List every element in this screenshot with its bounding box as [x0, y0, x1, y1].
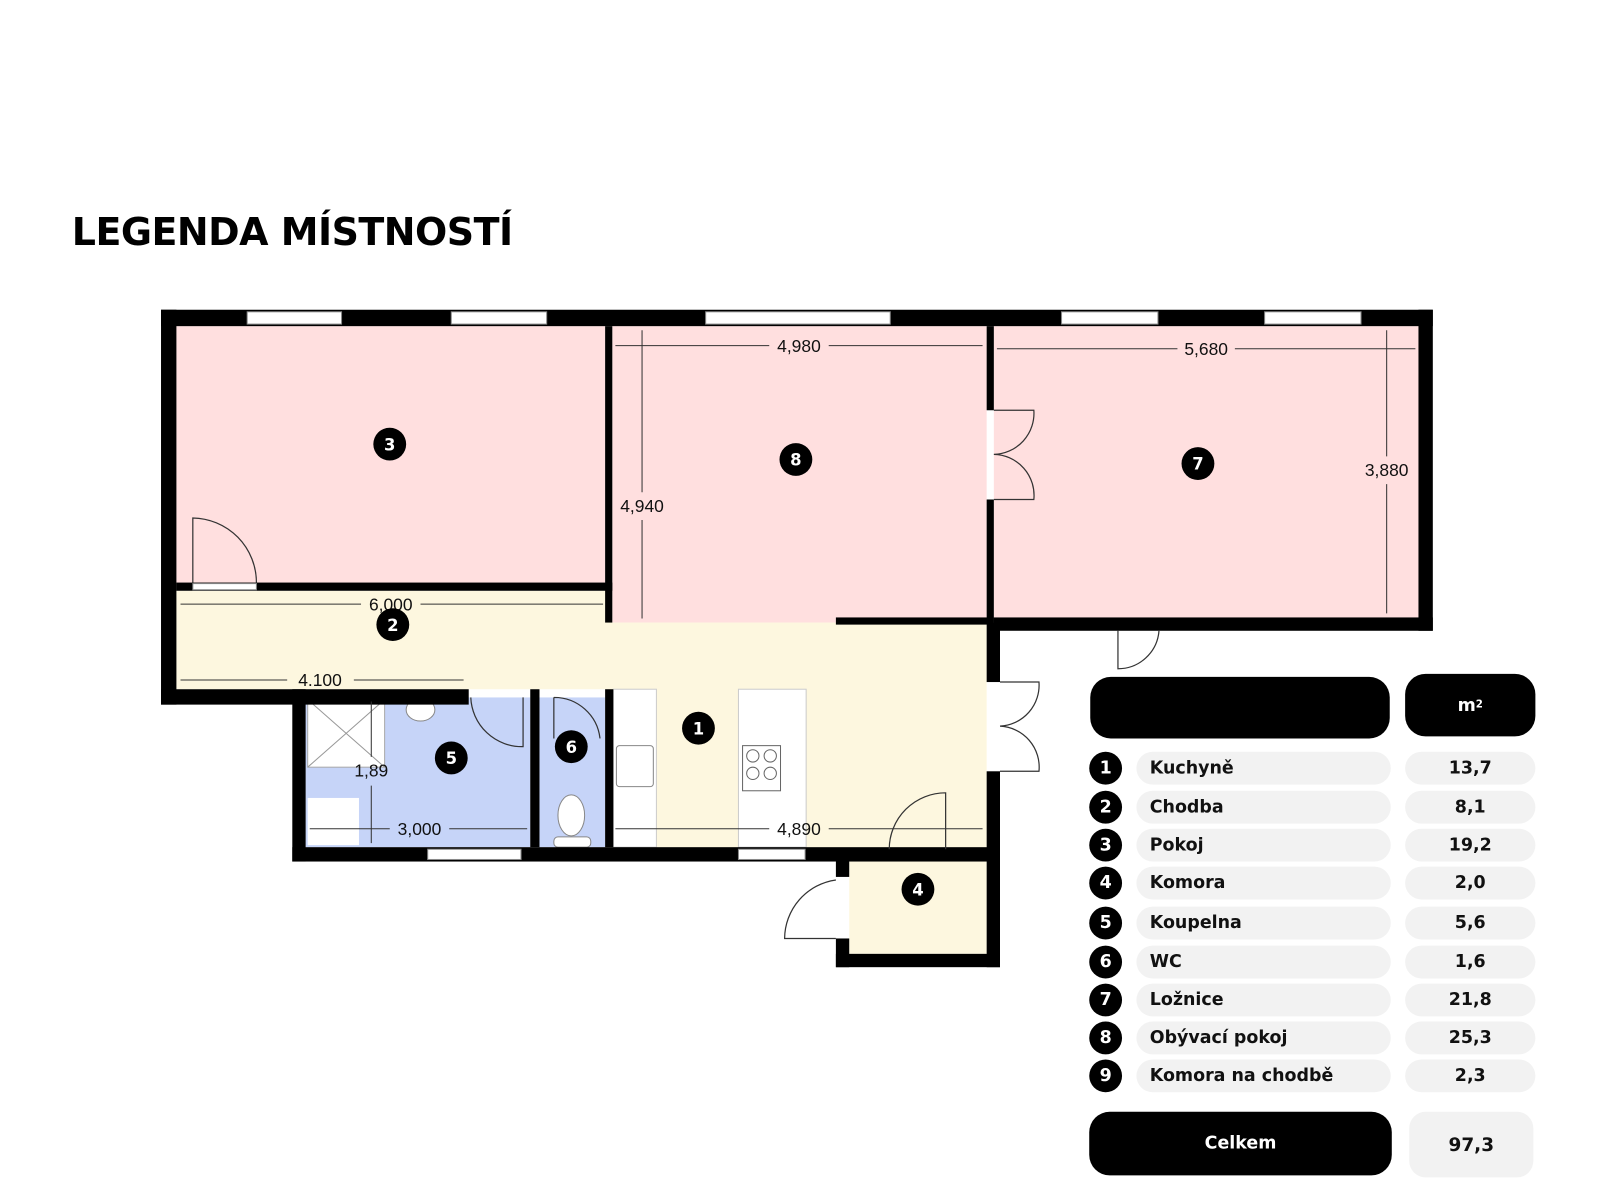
row-area: 5,6	[1405, 906, 1536, 940]
marker-circle	[373, 427, 407, 461]
dimension-label: 3,000	[398, 819, 442, 839]
sink-icon	[615, 745, 654, 788]
windows	[192, 311, 1362, 860]
room-marker: 3	[373, 427, 407, 461]
row-number: 3	[1089, 828, 1123, 862]
unit-superscript: 2	[1475, 699, 1483, 711]
marker-circle	[554, 730, 588, 764]
unit-label: m	[1457, 694, 1476, 716]
dimension-labels: 4,980 5,680 3,880 4,940 6,000 4.100 1,89 3,000 4…	[298, 336, 1409, 839]
marker-number: 2	[387, 616, 398, 635]
marker-number: 1	[693, 719, 704, 738]
row-area: 13,7	[1405, 751, 1536, 785]
page-title: LEGENDA MÍSTNOSTÍ	[71, 210, 513, 255]
room-marker: 1	[682, 711, 715, 745]
row-area: 21,8	[1405, 983, 1536, 1017]
room-marker: 8	[779, 443, 813, 476]
toilet-icon	[557, 794, 586, 837]
row-room-name: Ložnice	[1136, 983, 1391, 1017]
dimension-label: 6,000	[369, 594, 413, 614]
row-number: 4	[1089, 866, 1123, 900]
marker-number: 8	[790, 451, 801, 470]
row-area: 19,2	[1405, 828, 1536, 862]
row-room-name: Obývací pokoj	[1136, 1021, 1391, 1055]
bathtub-area	[307, 797, 359, 846]
row-number: 5	[1089, 906, 1123, 940]
row-area: 25,3	[1405, 1021, 1536, 1055]
dimension-label: 4,980	[777, 336, 821, 356]
row-area: 2,3	[1405, 1059, 1536, 1093]
room-marker: 7	[1181, 447, 1215, 480]
marker-circle	[1181, 447, 1215, 480]
dimension-label: 4,940	[620, 496, 664, 516]
marker-number: 4	[912, 880, 923, 899]
row-room-name: Chodba	[1136, 790, 1391, 824]
marker-circle	[434, 741, 468, 775]
marker-number: 5	[446, 749, 457, 768]
row-number: 1	[1089, 751, 1123, 785]
row-number: 6	[1089, 945, 1123, 979]
marker-circle	[901, 872, 935, 906]
row-room-name: WC	[1136, 945, 1391, 979]
room-marker: 4	[901, 872, 935, 906]
room-marker: 2	[376, 608, 410, 642]
dimension-label: 4,890	[777, 819, 821, 839]
total-label: Celkem	[1089, 1111, 1392, 1176]
row-number: 8	[1089, 1021, 1123, 1055]
row-room-name: Koupelna	[1136, 906, 1391, 940]
dimension-label: 1,89	[354, 760, 388, 780]
marker-circle	[779, 443, 813, 476]
marker-number: 7	[1192, 455, 1203, 474]
row-number: 7	[1089, 983, 1123, 1017]
marker-circle	[376, 608, 410, 642]
dimension-label: 3,880	[1365, 460, 1409, 480]
row-room-name: Pokoj	[1136, 828, 1391, 862]
dimension-label: 4.100	[298, 670, 342, 690]
doors	[192, 409, 1160, 940]
marker-number: 3	[384, 435, 395, 454]
dimension-label: 5,680	[1184, 339, 1228, 359]
row-room-name: Komora na chodbě	[1136, 1059, 1391, 1093]
total-value: 97,3	[1409, 1111, 1534, 1178]
row-area: 2,0	[1405, 866, 1536, 900]
row-room-name: Kuchyně	[1136, 751, 1391, 785]
row-area: 8,1	[1405, 790, 1536, 824]
row-number: 2	[1089, 790, 1123, 824]
dimension-lines	[180, 330, 1416, 844]
cooktop-icon	[742, 745, 782, 792]
room-marker: 6	[554, 730, 588, 764]
legend-header-name	[1090, 676, 1390, 739]
row-area: 1,6	[1405, 945, 1536, 979]
row-number: 9	[1089, 1059, 1123, 1093]
marker-number: 6	[566, 738, 577, 757]
room-marker: 5	[434, 741, 468, 775]
marker-circle	[682, 711, 715, 745]
row-room-name: Komora	[1136, 866, 1391, 900]
room-markers: 3 8 7 2 1 5 6 4	[373, 427, 1215, 906]
